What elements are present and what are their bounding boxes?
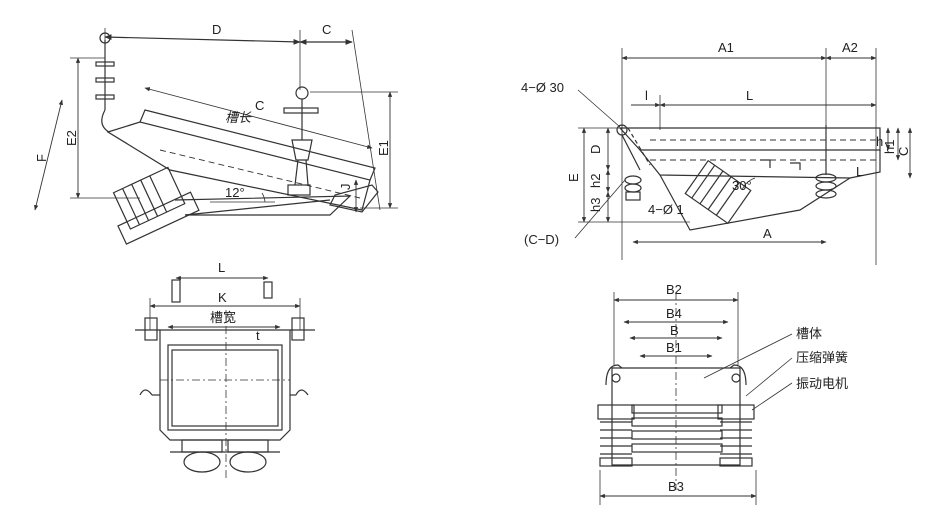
- angle-label-30: 30°: [732, 178, 752, 193]
- dim-label-hole-30: 4−Ø 30: [521, 80, 564, 95]
- dim-label-hole-1: 4−Ø 1: [648, 202, 684, 217]
- dim-label-b3: B3: [668, 479, 684, 494]
- dim-label-h2: h2: [588, 174, 603, 188]
- dim-label-a1: A1: [718, 40, 734, 55]
- callout-trough-body: 槽体: [796, 327, 822, 342]
- view-end-rear-labels: B2 B4 B B1 B3 槽体 压缩弹簧 振动电机: [666, 282, 848, 494]
- dim-label-h1: h1: [882, 140, 897, 154]
- dim-label-c-diagonal: C: [255, 98, 264, 113]
- view-end-front: [135, 275, 315, 480]
- view-side-inclined-labels: D C C 槽长 E2 F E1 J 12°: [34, 22, 391, 200]
- dim-label-e: E: [566, 173, 581, 182]
- callout-vibration-motor: 振动电机: [796, 377, 848, 392]
- view-side-inclined: [34, 28, 398, 245]
- dim-label-b2: B2: [666, 282, 682, 297]
- dim-label-b: B: [670, 323, 679, 338]
- view-side-suspended-labels: A1 A2 4−Ø 30 l L D E h2 h3 4−Ø 1 (C−D) 3…: [521, 40, 911, 247]
- dim-label-l-right: L: [856, 164, 863, 179]
- dim-label-h: h: [876, 134, 883, 149]
- view-end-rear: [597, 292, 793, 505]
- dim-label-l-small: l: [645, 88, 648, 103]
- dim-label-h3: h3: [588, 198, 603, 212]
- dim-label-f: F: [34, 154, 49, 162]
- callout-compression-spring: 压缩弹簧: [796, 350, 848, 366]
- dim-label-a2: A2: [842, 40, 858, 55]
- dim-label-trough-width: 槽宽: [210, 310, 236, 326]
- dim-label-trough-length: 槽长: [225, 111, 252, 126]
- dim-label-b1: B1: [666, 340, 682, 355]
- view-side-suspended: [574, 48, 913, 265]
- dim-label-d: D: [212, 22, 221, 37]
- dim-label-j: J: [338, 184, 353, 191]
- dim-label-c-top: C: [322, 22, 331, 37]
- angle-label-12: 12°: [225, 185, 245, 200]
- dim-label-c-minus-d: (C−D): [524, 232, 559, 247]
- dim-label-k: K: [218, 290, 227, 305]
- dim-label-d-right: D: [588, 145, 603, 154]
- dim-label-b4: B4: [666, 306, 682, 321]
- dim-label-l-front: L: [218, 260, 225, 275]
- dim-label-l: L: [746, 88, 753, 103]
- dim-label-t: t: [256, 328, 260, 343]
- dim-label-c-right: C: [896, 147, 911, 156]
- dim-label-e1: E1: [376, 140, 391, 156]
- dim-label-a: A: [763, 226, 772, 241]
- dim-label-e2: E2: [64, 130, 79, 146]
- view-end-front-labels: L K 槽宽 t: [210, 260, 260, 343]
